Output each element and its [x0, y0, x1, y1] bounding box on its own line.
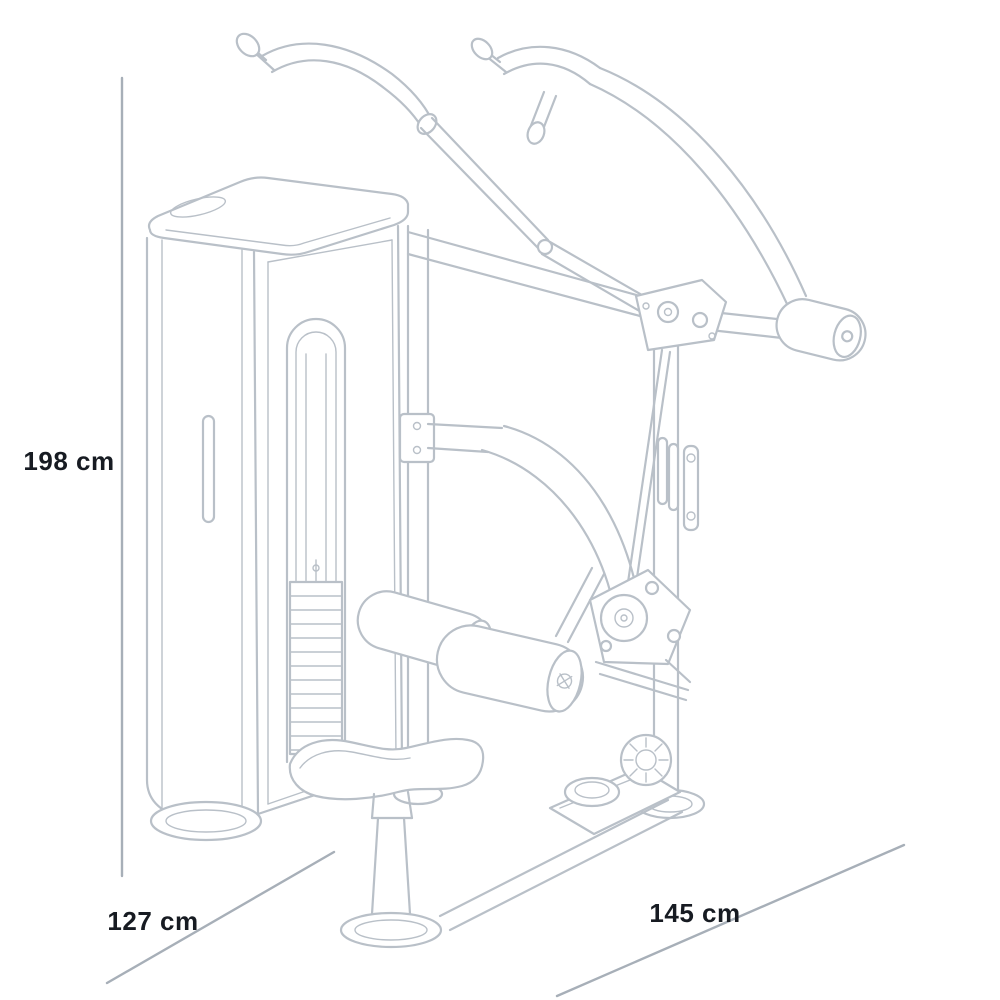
width-dimension-line [555, 843, 906, 998]
lever-mechanism [588, 568, 692, 702]
depth-dimension-line [105, 850, 336, 985]
top-boom [406, 230, 642, 318]
pull-arms-assembly [235, 32, 808, 318]
tower-foot [149, 800, 263, 842]
adjustment-dial-icon [619, 733, 673, 787]
right-grip-cap-icon [470, 37, 494, 61]
depth-dimension-label: 127 cm [107, 906, 199, 936]
weight-stack-tower [145, 176, 410, 842]
seat-pad [288, 737, 485, 801]
counterweight-roller [708, 298, 867, 362]
left-grip-cap-icon [235, 32, 261, 58]
weight-plates [288, 559, 344, 756]
roller-pads [356, 590, 585, 713]
tower-side-slot [201, 414, 216, 524]
dimension-lines [105, 76, 906, 998]
pivot-assembly [634, 278, 728, 352]
seat-post-foot [339, 911, 443, 949]
seat-assembly [288, 737, 485, 949]
right-lower-grip-cap-icon [526, 121, 546, 145]
height-dimension-label: 198 cm [23, 446, 115, 476]
pulley-icon [599, 593, 649, 643]
arm-joint-icon [536, 238, 554, 256]
pull-rod [624, 348, 672, 600]
width-dimension-label: 145 cm [649, 898, 741, 928]
